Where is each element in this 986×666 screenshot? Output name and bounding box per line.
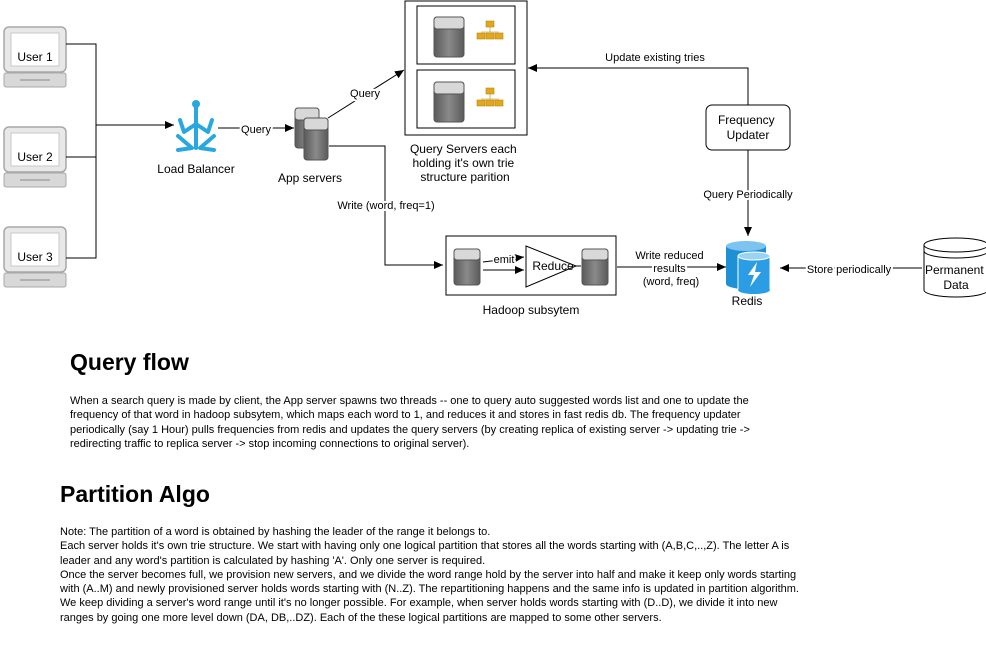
partition-algo-body: Note: The partition of a word is obtaine… xyxy=(60,525,810,625)
updater-to-query-servers-connector xyxy=(528,64,749,105)
query-label-app: Query xyxy=(350,88,380,100)
permanent-data-cylinder xyxy=(923,237,986,298)
partition-note: Note: The partition of a word is obtaine… xyxy=(60,526,491,538)
partition-step-2: Once the server becomes full, we provisi… xyxy=(60,568,799,596)
query-server-1-trie-icon xyxy=(476,20,504,40)
redis-database-icon xyxy=(726,241,771,294)
query-label-lb: Query xyxy=(241,124,271,136)
user-2-computer-icon xyxy=(3,126,67,188)
query-periodically-label: Query Periodically xyxy=(703,189,793,201)
query-servers-caption: Query Servers each holding it's own trie… xyxy=(410,142,520,184)
query-server-2-trie-icon xyxy=(476,87,504,107)
users-to-load-balancer-connector xyxy=(66,43,174,259)
update-tries-label: Update existing tries xyxy=(605,52,705,64)
user-1-label: User 1 xyxy=(17,50,53,64)
query-server-1-server-icon xyxy=(433,16,465,58)
hadoop-mapper-server-icon xyxy=(453,248,481,286)
query-server-2 xyxy=(416,69,516,129)
architecture-diagram: User 1 User 2 User 3 Load Balancer Query xyxy=(3,0,986,317)
app-servers-label: App servers xyxy=(278,171,342,185)
hadoop-label: Hadoop subsytem xyxy=(483,303,580,317)
user-3-computer-icon xyxy=(3,226,67,288)
user-3-label: User 3 xyxy=(17,250,53,264)
redis-label: Redis xyxy=(732,294,763,308)
frequency-updater-label: Frequency Updater xyxy=(718,113,778,142)
emit-label: emit xyxy=(494,254,515,266)
partition-step-3: We keep dividing a server's word range u… xyxy=(60,597,778,624)
write-reduced-label: Write reduced results (word, freq) xyxy=(635,250,706,288)
app-to-query-servers-connector xyxy=(327,69,405,119)
query-flow-heading: Query flow xyxy=(70,349,189,375)
permanent-data-label: Permanent Data xyxy=(925,263,986,292)
partition-step-1: Each server holds it's own trie structur… xyxy=(60,540,790,567)
reduce-label: Reduce xyxy=(532,259,574,273)
emit-arrow-1 xyxy=(482,254,525,263)
load-balancer-label: Load Balancer xyxy=(157,162,234,176)
write-label: Write (word, freq=1) xyxy=(337,200,434,212)
load-balancer-icon xyxy=(176,100,216,152)
partition-algo-heading: Partition Algo xyxy=(60,481,210,507)
user-2-label: User 2 xyxy=(17,150,53,164)
store-periodically-label: Store periodically xyxy=(807,264,892,276)
app-to-hadoop-connector xyxy=(329,145,443,269)
app-servers-icon xyxy=(294,107,329,161)
hadoop-reducer-server-icon xyxy=(581,248,609,286)
query-flow-text: When a search query is made by client, t… xyxy=(70,395,750,450)
user-1-computer-icon xyxy=(3,26,67,88)
query-server-2-server-icon xyxy=(433,81,465,123)
reduce-triangle xyxy=(525,245,578,288)
query-flow-paragraph: When a search query is made by client, t… xyxy=(70,394,750,451)
